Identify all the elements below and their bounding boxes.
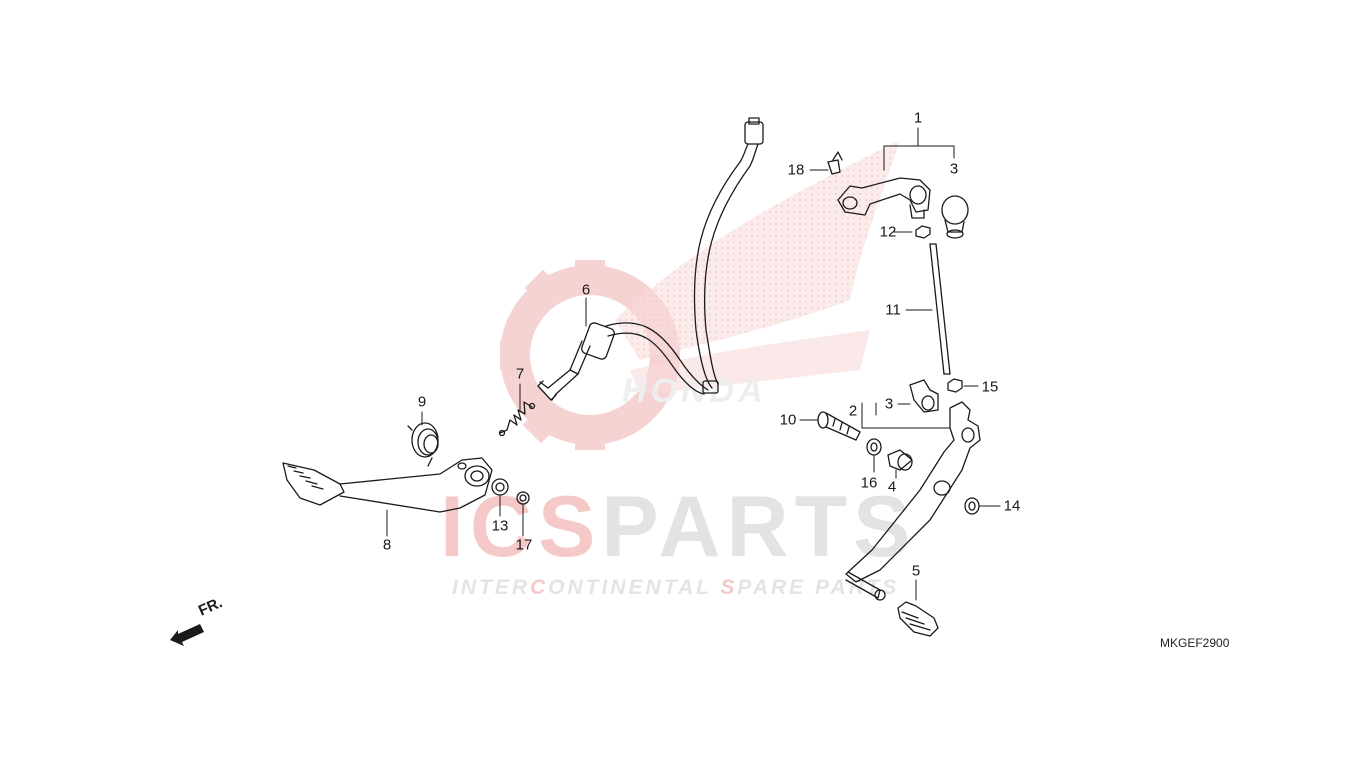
tagline-watermark: INTERCONTINENTAL SPARE PARTS — [452, 576, 900, 599]
brake-pedal — [282, 457, 530, 513]
shift-pedal — [845, 401, 981, 601]
callout-9: 9 — [417, 393, 427, 411]
callout-17: 17 — [515, 536, 533, 554]
callout-10: 10 — [779, 411, 797, 429]
callout-2: 2 — [848, 402, 858, 420]
callout-16: 16 — [860, 474, 878, 492]
callout-13: 13 — [491, 517, 509, 535]
front-direction-arrow-icon — [170, 624, 204, 646]
callout-8: 8 — [382, 536, 392, 554]
shift-rod — [929, 243, 951, 375]
stop-switch-harness — [537, 117, 764, 401]
callout-15: 15 — [981, 378, 999, 396]
callout-11: 11 — [885, 301, 901, 319]
nut-15 — [947, 378, 963, 393]
callout-1: 1 — [913, 109, 923, 127]
honda-logo-watermark: HONDA — [622, 372, 767, 410]
callout-14: 14 — [1003, 497, 1021, 515]
callout-5: 5 — [911, 562, 921, 580]
wing-watermark-icon — [615, 140, 900, 395]
rod-end-upper — [941, 195, 969, 239]
callout-18: 18 — [787, 161, 805, 179]
torsion-spring — [407, 422, 439, 467]
callout-4: 4 — [887, 478, 897, 496]
rod-end-lower — [909, 379, 939, 413]
washer-14 — [964, 497, 980, 515]
shift-rubber — [897, 601, 939, 637]
nut-12 — [915, 225, 931, 239]
leader-lines — [386, 127, 1001, 601]
callout-12: 12 — [879, 223, 897, 241]
collar-4 — [887, 449, 913, 471]
washer-16 — [866, 438, 882, 456]
diagram-code: MKGEF2900 — [1160, 636, 1230, 650]
callout-6: 6 — [581, 281, 591, 299]
callout-3-lower: 3 — [884, 395, 894, 413]
callout-3-upper: 3 — [949, 160, 959, 178]
shift-arm — [827, 151, 931, 219]
return-spring — [498, 401, 536, 437]
callout-7: 7 — [515, 365, 525, 383]
